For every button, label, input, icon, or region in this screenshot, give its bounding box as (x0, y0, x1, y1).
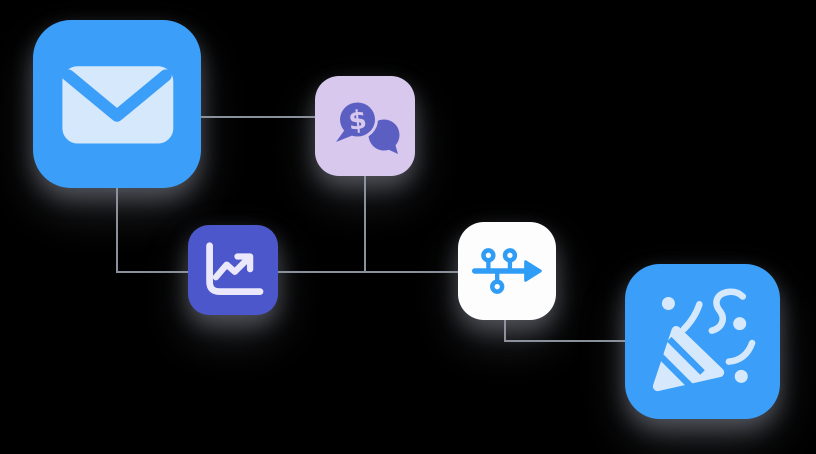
bubble-left-body (340, 102, 375, 137)
bubble-left-tail (336, 128, 356, 142)
connector-email-to-line-chart (116, 271, 188, 273)
connector-line-chart-to-pipeline (278, 271, 458, 273)
connector-pipeline-down-segment (504, 320, 506, 341)
chat-bubble-left (336, 102, 375, 142)
popper-cone-stripes (656, 336, 705, 390)
timeline-arrowhead (524, 260, 542, 282)
node-pipeline[interactable] (458, 222, 556, 320)
timeline-node-bottom (490, 279, 505, 294)
node-line-chart[interactable] (188, 225, 278, 315)
confetti-dot-top-left (661, 297, 675, 311)
connector-email-to-money-chat (201, 116, 315, 118)
chart-axis (206, 242, 264, 295)
chart-trend-line (212, 257, 249, 281)
envelope-icon (62, 66, 174, 144)
connector-pipeline-to-celebration (504, 340, 625, 342)
node-money-chat[interactable]: $ (315, 76, 415, 176)
timeline-stems (486, 261, 513, 281)
dollar-symbol: $ (347, 105, 368, 137)
confetti-dot-bottom-right (734, 369, 748, 383)
timeline-node-top-1 (481, 248, 496, 263)
timeline-node-top-2 (502, 248, 518, 263)
confetti-streamer-squiggle (708, 288, 747, 334)
envelope-flap (62, 69, 172, 122)
confetti-streamer-arc (725, 339, 756, 365)
node-email[interactable] (33, 20, 201, 188)
connector-email-down-segment (116, 188, 118, 272)
chart-arrowhead (234, 253, 254, 273)
confetti-dot-right (733, 317, 747, 331)
timeline-arrow-icon (471, 248, 542, 294)
bubble-right-tail (385, 140, 398, 154)
trending-chart-icon (206, 242, 264, 295)
node-celebration[interactable] (625, 264, 780, 419)
dollar-chat-bubbles-icon: $ (333, 99, 400, 154)
connector-money-chat-down-segment (364, 175, 366, 272)
party-popper-icon (652, 288, 756, 392)
confetti-streamer-left (680, 301, 703, 333)
